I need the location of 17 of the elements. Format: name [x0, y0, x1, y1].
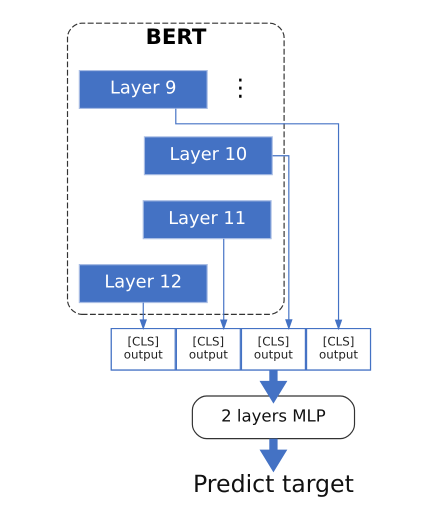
node-box: [CLS] output	[110, 327, 176, 370]
node-box: [CLS] output	[175, 327, 240, 370]
node-box: [CLS] output	[240, 327, 306, 370]
arrow	[272, 154, 292, 330]
node-box: Layer 11	[142, 200, 272, 239]
arrow	[259, 438, 287, 472]
node-text: Predict target	[192, 469, 354, 498]
arrow	[174, 108, 342, 330]
node-box: 2 layers MLP	[191, 394, 355, 439]
node-box: Layer 9	[78, 69, 208, 108]
node-box: Layer 10	[143, 136, 272, 175]
node-box: [CLS] output	[305, 327, 371, 370]
arrow	[139, 302, 146, 330]
node-box: Layer 12	[78, 264, 208, 303]
arrow	[220, 238, 227, 330]
label: ⋮	[228, 72, 252, 101]
arrow	[259, 370, 287, 404]
